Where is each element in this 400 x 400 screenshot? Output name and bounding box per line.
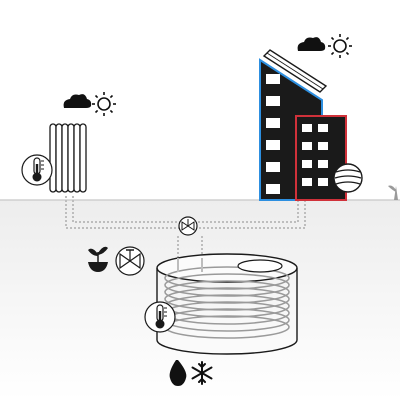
solar-panel-icon: [262, 49, 328, 93]
sun-icon: [328, 34, 352, 58]
radiator-icon: [49, 123, 87, 193]
thermometer-icon: [144, 301, 176, 333]
cloud-icon: [63, 94, 92, 108]
sun-icon: [92, 92, 116, 116]
sprout-icon: [88, 246, 108, 272]
ground: [0, 200, 400, 400]
snowflake-icon: [191, 361, 213, 385]
cloud-icon: [297, 37, 326, 51]
building-windows: [266, 74, 280, 194]
water-drop-icon: [169, 360, 187, 386]
thermometer-icon: [21, 154, 53, 186]
heat-pump-icon: [333, 163, 363, 193]
valve-icon: [115, 246, 145, 276]
plant-icon: [388, 185, 398, 200]
building-windows: [302, 124, 328, 186]
pipe-valve-icon: [178, 216, 198, 236]
